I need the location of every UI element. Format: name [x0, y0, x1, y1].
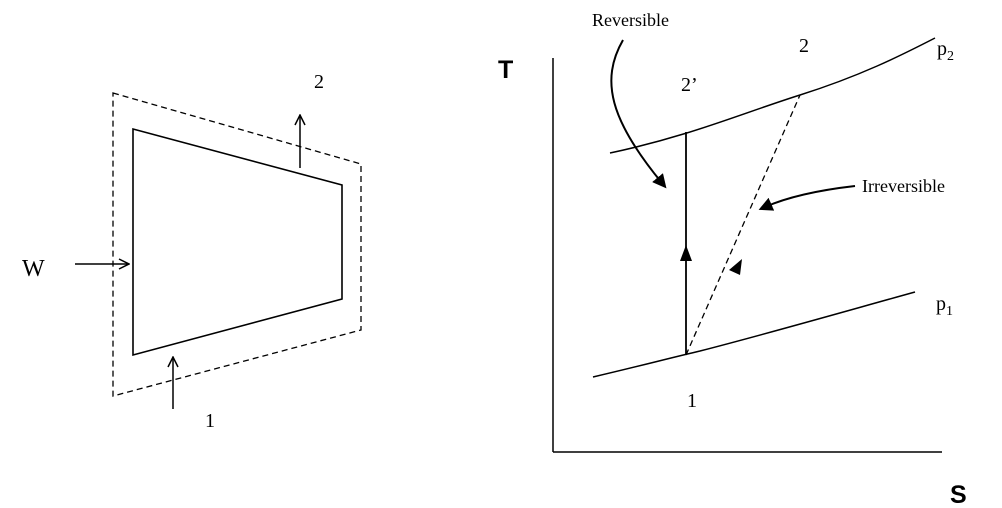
state-2-label: 2 [799, 35, 809, 57]
t-axis-label: T [498, 56, 513, 84]
isobar-p1 [592, 291, 916, 378]
isobar-p2-label: p2 [937, 38, 954, 64]
control-volume-boundary [112, 92, 362, 397]
work-label: W [22, 256, 45, 282]
state-1-label: 1 [687, 390, 697, 412]
ts-diagram: T S p2 p1 1 2 2’ Reversible Irreversible [498, 10, 967, 508]
irreversible-label: Irreversible [862, 176, 945, 196]
irreversible-direction-arrowhead [729, 259, 742, 275]
irreversible-process-line [685, 94, 801, 356]
compressor-schematic: W 1 2 [22, 71, 362, 432]
isobar-p1-label: p1 [936, 293, 953, 319]
reversible-label: Reversible [592, 10, 669, 30]
reversible-callout-arrow [610, 39, 667, 189]
isobar-p2 [609, 37, 936, 154]
irreversible-callout-arrow [758, 185, 856, 211]
compressor-body [132, 127, 343, 357]
s-axis-label: S [950, 481, 967, 508]
reversible-direction-arrowhead [680, 245, 692, 261]
outlet-state-label: 2 [314, 71, 324, 93]
state-2s-label: 2’ [681, 74, 698, 96]
inlet-state-label: 1 [205, 410, 215, 432]
